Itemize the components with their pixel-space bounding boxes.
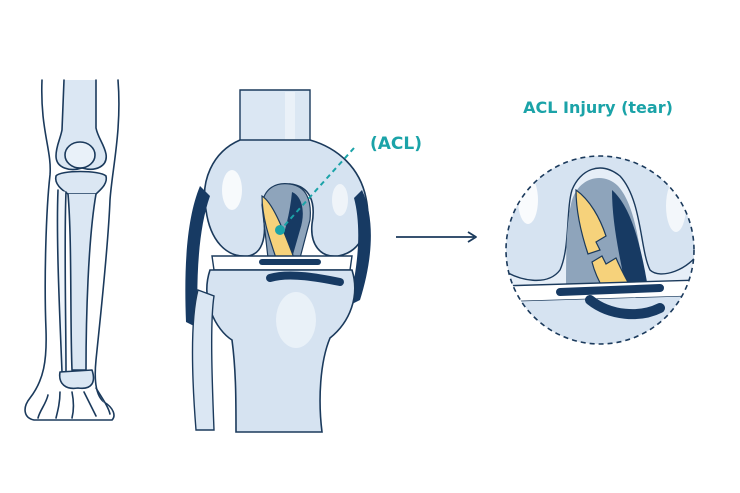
torn-acl-zoom-icon — [505, 155, 695, 345]
acl-callout: (ACL) — [275, 134, 422, 235]
leg-skeleton-icon — [24, 79, 120, 421]
arrow-right-icon — [396, 231, 477, 243]
acl-label: (ACL) — [370, 134, 422, 154]
knee-joint-icon — [185, 89, 371, 433]
injury-title: ACL Injury (tear) — [523, 98, 673, 117]
